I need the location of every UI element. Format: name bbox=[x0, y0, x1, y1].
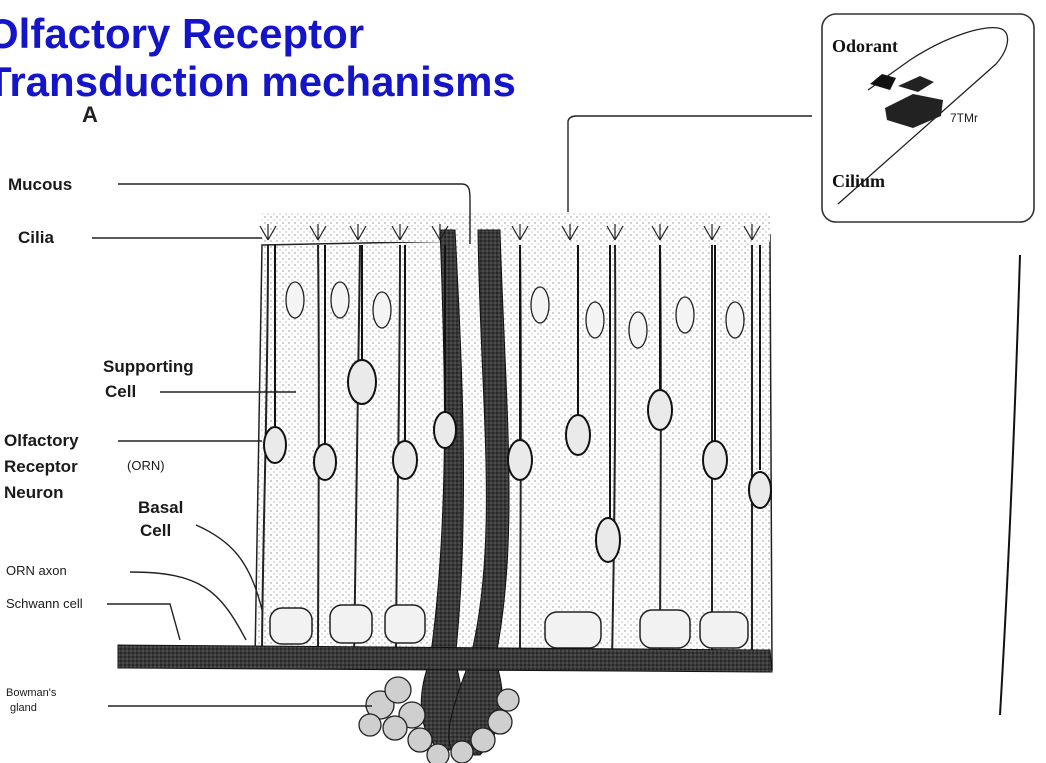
supporting-cell-label-line-2: Cell bbox=[105, 381, 136, 403]
mucous-label: Mucous bbox=[8, 174, 72, 196]
cilium-label: Cilium bbox=[832, 171, 885, 192]
receptor-7tmr-label: 7TMr bbox=[950, 110, 978, 126]
supporting-cell-label-line-1: Supporting bbox=[103, 356, 194, 378]
basal-cell-label-line-2: Cell bbox=[140, 520, 171, 542]
page-edge-line bbox=[1000, 255, 1020, 715]
bowman-gland-label-line-1: Bowman's bbox=[6, 687, 56, 700]
odorant-label: Odorant bbox=[832, 36, 898, 57]
orn-label-line-1: Olfactory bbox=[4, 430, 79, 452]
orn-abbrev-label: (ORN) bbox=[127, 458, 165, 474]
orn-label-line-2: Receptor bbox=[4, 456, 78, 478]
orn-axon-label: ORN axon bbox=[6, 563, 67, 579]
basal-lamina bbox=[118, 645, 772, 672]
mucous-layer bbox=[262, 212, 770, 242]
slide-title: Olfactory Receptor Transduction mechanis… bbox=[0, 10, 516, 106]
orn-label-line-3: Neuron bbox=[4, 482, 64, 504]
basal-cell-label-line-1: Basal bbox=[138, 497, 183, 519]
schwann-cell-label: Schwann cell bbox=[6, 596, 83, 612]
bowman-gland-label-line-2: gland bbox=[10, 702, 37, 715]
panel-label: A bbox=[82, 102, 98, 128]
cilia-label: Cilia bbox=[18, 227, 54, 249]
slide-title-line-2: Transduction mechanisms bbox=[0, 58, 516, 106]
slide-title-line-1: Olfactory Receptor bbox=[0, 10, 516, 58]
